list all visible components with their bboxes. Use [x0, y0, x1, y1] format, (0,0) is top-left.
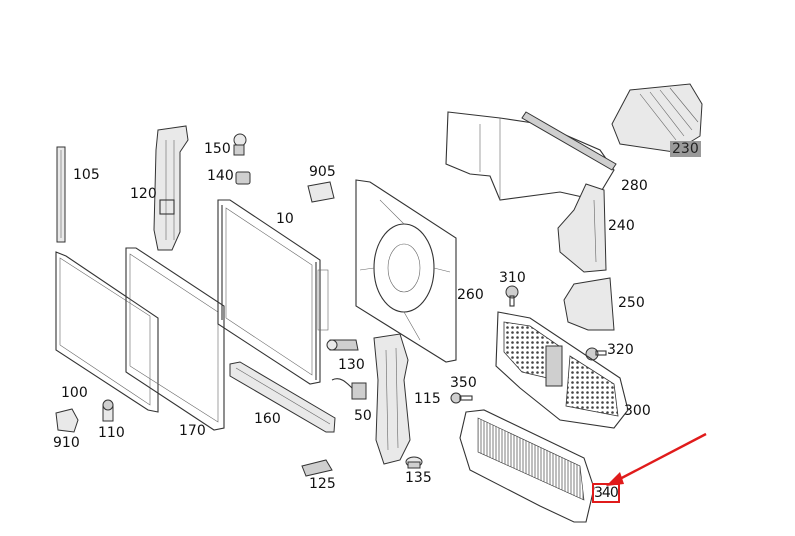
part-350-screw[interactable]: [450, 392, 473, 404]
part-100-condenser[interactable]: [55, 251, 159, 413]
part-130-fitting[interactable]: [326, 339, 359, 351]
part-250-air-duct[interactable]: [563, 277, 615, 331]
part-340-air-guide[interactable]: [459, 409, 595, 523]
label-105[interactable]: 105: [73, 167, 100, 183]
red-arrow-icon: [606, 432, 707, 486]
label-10[interactable]: 10: [276, 211, 294, 227]
part-150-clip[interactable]: [233, 133, 247, 156]
label-170[interactable]: 170: [179, 423, 206, 439]
part-905-pad[interactable]: [307, 181, 335, 203]
label-350[interactable]: 350: [450, 375, 477, 391]
label-135[interactable]: 135: [405, 470, 432, 486]
part-260-fan-shroud[interactable]: [355, 179, 457, 363]
part-170-cooler[interactable]: [125, 247, 225, 431]
label-100[interactable]: 100: [61, 385, 88, 401]
label-115[interactable]: 115: [414, 391, 441, 407]
label-160[interactable]: 160: [254, 411, 281, 427]
label-110[interactable]: 110: [98, 425, 125, 441]
label-250[interactable]: 250: [618, 295, 645, 311]
label-260[interactable]: 260: [457, 287, 484, 303]
part-140-mount[interactable]: [235, 171, 251, 185]
label-910[interactable]: 910: [53, 435, 80, 451]
label-120[interactable]: 120: [130, 186, 157, 202]
part-10-radiator[interactable]: [217, 199, 329, 385]
part-230-control-unit[interactable]: [611, 83, 703, 153]
part-910-cap[interactable]: [55, 408, 79, 433]
part-320-screw[interactable]: [585, 347, 607, 361]
label-50[interactable]: 50: [354, 408, 372, 424]
label-905[interactable]: 905: [309, 164, 336, 180]
part-310-screw[interactable]: [505, 285, 519, 307]
part-300-grille[interactable]: [495, 311, 629, 429]
part-135-bushing[interactable]: [405, 456, 423, 469]
label-140[interactable]: 140: [207, 168, 234, 184]
label-340-selected[interactable]: 340: [592, 483, 620, 503]
label-130[interactable]: 130: [338, 357, 365, 373]
part-120-bracket[interactable]: [153, 125, 189, 251]
part-115-bracket[interactable]: [373, 333, 411, 465]
label-125[interactable]: 125: [309, 476, 336, 492]
label-150[interactable]: 150: [204, 141, 231, 157]
part-280-carrier[interactable]: [445, 111, 617, 201]
part-240-air-duct[interactable]: [557, 183, 607, 273]
label-300[interactable]: 300: [624, 403, 651, 419]
label-280[interactable]: 280: [621, 178, 648, 194]
label-230-highlighted[interactable]: 230: [670, 141, 701, 157]
part-50-sensor[interactable]: [331, 378, 367, 400]
label-310[interactable]: 310: [499, 270, 526, 286]
part-110-valve[interactable]: [102, 399, 114, 422]
label-320[interactable]: 320: [607, 342, 634, 358]
label-240[interactable]: 240: [608, 218, 635, 234]
part-125-clip[interactable]: [301, 459, 333, 477]
part-160-deflector[interactable]: [229, 361, 336, 433]
part-105-rod[interactable]: [56, 146, 66, 243]
